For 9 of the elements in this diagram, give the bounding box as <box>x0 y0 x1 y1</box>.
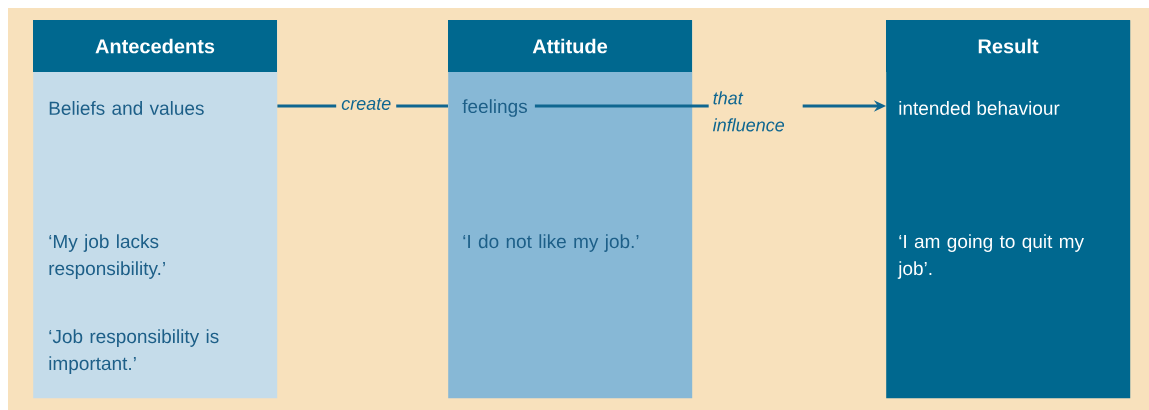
concept-text: feelings <box>462 99 527 117</box>
statement-text: ‘I am going to quit my job’. <box>897 234 1084 279</box>
statement-text: ‘I do not like my job.’ <box>463 234 639 252</box>
concept-text: Beliefs and values <box>49 101 204 115</box>
concept-text: intended behaviour <box>899 101 1060 115</box>
statement-text: ‘My job lacks responsibility.’ <box>49 234 165 279</box>
edge-label: create <box>336 97 397 111</box>
statement-text: ‘Job responsibility is important.’ <box>49 329 219 374</box>
edge-label: that influence <box>708 90 803 133</box>
